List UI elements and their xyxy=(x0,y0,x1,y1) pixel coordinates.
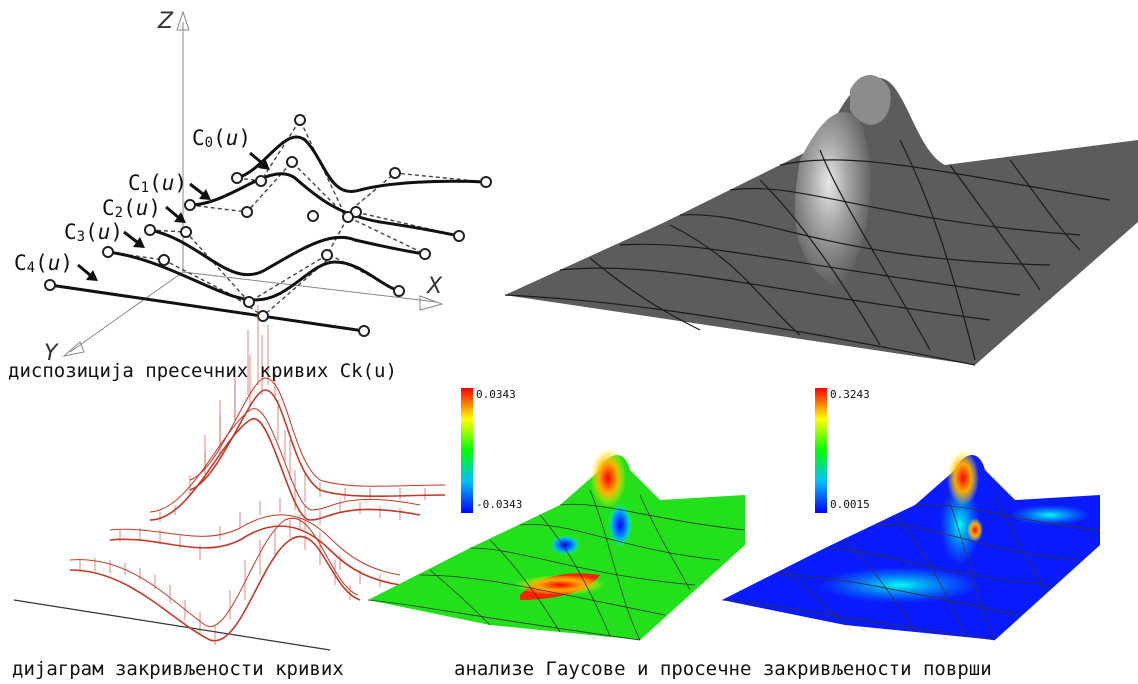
curvature-diagram-panel xyxy=(13,305,446,651)
baseline-curve xyxy=(13,599,331,651)
surface-isolines xyxy=(504,139,1111,366)
y-axis xyxy=(69,271,184,353)
curve-c4 xyxy=(49,283,365,333)
surface-peak xyxy=(850,75,891,125)
y-axis-label: Y xyxy=(44,341,59,366)
gaussian-blue-spot xyxy=(550,535,580,555)
mean-curvature-panel: 0.3243 0.0015 xyxy=(721,388,1101,641)
x-axis-label: X xyxy=(426,274,443,299)
mean-cyan-ridge xyxy=(940,485,980,565)
mean-max-label: 0.3243 xyxy=(830,388,870,401)
curve-label-c2: C2(u) xyxy=(102,196,161,221)
curvature-diagram-caption: дијаграм закривљености кривих xyxy=(12,658,344,680)
arrow-icon xyxy=(123,230,138,244)
x-axis xyxy=(182,271,438,303)
arrow-icon xyxy=(77,263,91,277)
gaussian-peak xyxy=(590,448,626,508)
curve-c2 xyxy=(149,228,426,277)
arrow-icon xyxy=(189,182,204,196)
mean-isolines xyxy=(721,489,1101,641)
mean-colorbar xyxy=(815,388,827,513)
curve-label-c1: C1(u) xyxy=(128,171,187,196)
z-axis-arrow-icon xyxy=(176,10,190,31)
gaussian-curvature-panel: 0.0343 -0.0343 xyxy=(367,388,746,641)
pointer-arrows xyxy=(77,151,270,281)
z-axis-label: Z xyxy=(157,9,174,34)
curve-c1 xyxy=(189,172,460,238)
mean-peak xyxy=(947,450,979,506)
gaussian-colorbar xyxy=(461,388,473,513)
mean-cyan-patch xyxy=(1010,505,1090,525)
mean-cyan-band xyxy=(820,567,980,603)
x-axis-arrow-icon xyxy=(419,295,444,311)
y-axis-arrow-icon xyxy=(62,341,85,357)
disposition-caption: диспозиција пресечних кривих Ck(u) xyxy=(8,360,397,382)
curve-c3 xyxy=(107,250,400,302)
curvature-combs xyxy=(69,377,446,642)
curve-label-c3: C3(u) xyxy=(64,220,123,245)
control-points xyxy=(44,114,492,337)
mean-min-label: 0.0015 xyxy=(830,498,870,511)
gaussian-min-label: -0.0343 xyxy=(476,498,522,511)
section-curves xyxy=(49,135,487,333)
mean-red-spot xyxy=(967,518,983,542)
gaussian-max-label: 0.0343 xyxy=(476,388,516,401)
gaussian-red-glow xyxy=(515,575,605,595)
curves-disposition-panel: Z X Y xyxy=(14,9,492,366)
mean-surface xyxy=(722,455,1100,640)
curve-label-c4: C4(u) xyxy=(14,251,73,276)
comb-teeth xyxy=(79,305,426,645)
surface-render-panel xyxy=(504,75,1138,366)
arrow-icon xyxy=(165,205,179,219)
curve-label-c0: C0(u) xyxy=(192,126,251,151)
curve-c0 xyxy=(236,135,487,194)
surface-analysis-caption: анализе Гаусове и просечне закривљености… xyxy=(454,658,992,680)
gaussian-blue-spot xyxy=(608,503,632,547)
gaussian-isolines xyxy=(367,489,746,641)
arrow-icon xyxy=(249,151,263,165)
